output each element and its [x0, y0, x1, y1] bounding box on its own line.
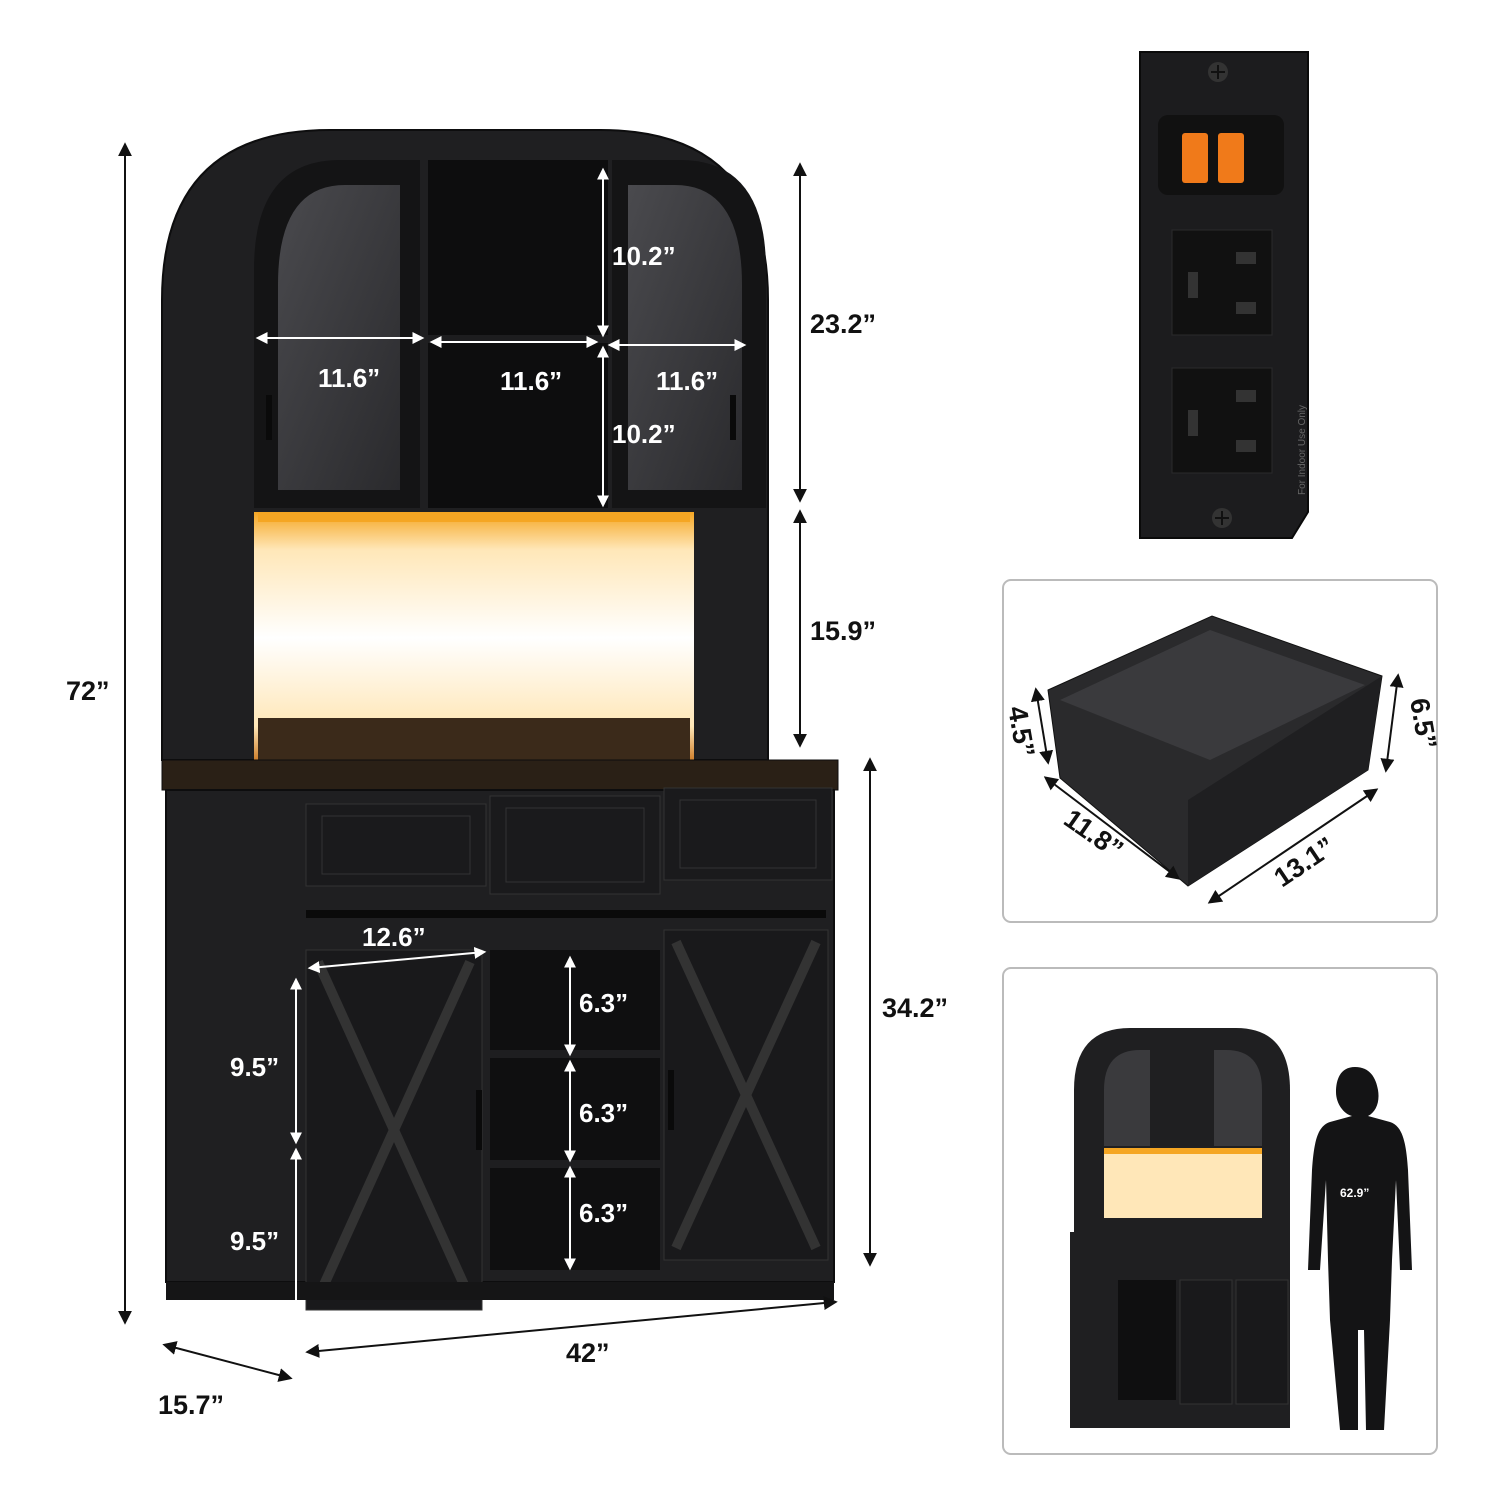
mini-cabinet [1070, 1028, 1290, 1428]
left-door-handle [266, 395, 272, 440]
dim-upper-height: 23.2” [810, 309, 876, 339]
dim-depth: 15.7” [158, 1390, 224, 1420]
dim-total-height: 72” [66, 676, 110, 706]
dim-right-door-width: 11.6” [656, 366, 718, 396]
dim-center-lower: 10.2” [612, 419, 676, 449]
dim-barn-lower: 9.5” [230, 1226, 279, 1256]
dim-center-width: 11.6” [500, 366, 562, 396]
left-barn-handle [476, 1090, 482, 1150]
dim-wine-1: 6.3” [579, 988, 628, 1018]
power-strip: For Indoor Use Only [1139, 51, 1309, 539]
indoor-use-label: For Indoor Use Only [1297, 405, 1308, 495]
dim-lighted-height: 15.9” [810, 616, 876, 646]
dim-barn-door-width: 12.6” [362, 922, 426, 952]
usb-port-icon [1218, 133, 1244, 183]
drawer-right [663, 787, 833, 881]
center-compartment [428, 160, 608, 508]
led-back-strip [258, 718, 690, 766]
wine-rack [490, 950, 660, 1270]
dim-wine-2: 6.3” [579, 1098, 628, 1128]
person-silhouette [1308, 1067, 1412, 1430]
drawer-panel: 4.5” 6.5” 11.8” 13.1” [1002, 579, 1442, 923]
base-plinth [166, 1282, 834, 1300]
scale-panel: 62.9” [1002, 967, 1438, 1455]
dim-center-upper: 10.2” [612, 241, 676, 271]
outlet-icon [1171, 229, 1273, 336]
led-bar [258, 512, 690, 522]
dim-base-height: 34.2” [882, 993, 948, 1023]
dim-left-door-width: 11.6” [318, 363, 380, 393]
dim-width: 42” [566, 1338, 610, 1368]
main-cabinet [161, 129, 839, 1311]
right-glass-panel [628, 185, 742, 490]
dim-wine-3: 6.3” [579, 1198, 628, 1228]
right-barn-handle [668, 1070, 674, 1130]
person-height: 62.9” [1340, 1186, 1369, 1200]
main-dimensions: 72” 23.2” 15.9” 34.2” 42” 15.7” 11.6” 11… [66, 142, 948, 1420]
right-door-handle [730, 395, 736, 440]
drawer-left [305, 803, 487, 887]
usb-port-icon [1182, 133, 1208, 183]
countertop [161, 759, 839, 791]
drawer-center [489, 795, 661, 895]
outlet-icon [1171, 367, 1273, 474]
barn-door-rail [306, 910, 826, 918]
dim-barn-upper: 9.5” [230, 1052, 279, 1082]
